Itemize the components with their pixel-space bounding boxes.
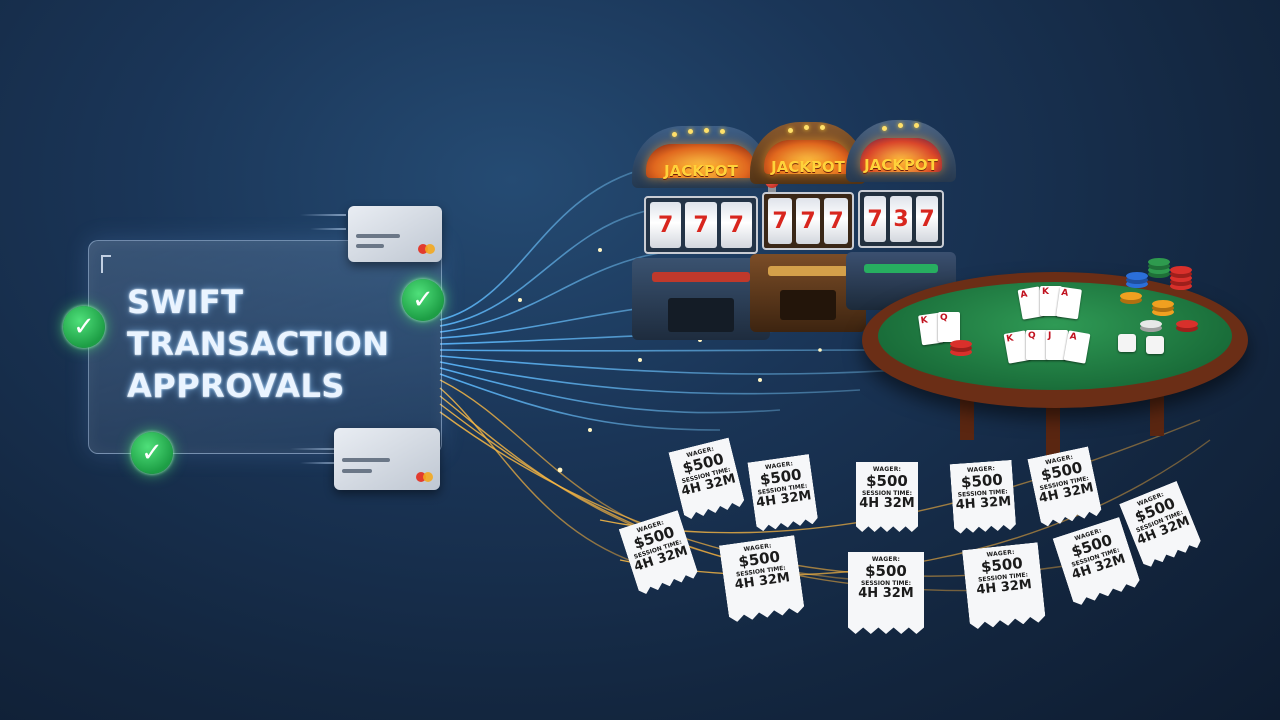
check-icon: ✓ bbox=[63, 306, 105, 348]
receipt-icon: WAGER: $500 SESSION TIME: 4H 32M bbox=[719, 535, 805, 623]
reel: 7 bbox=[864, 196, 886, 242]
playing-card-icon: Q bbox=[1026, 330, 1048, 360]
receipt-amount: $500 bbox=[866, 472, 908, 490]
jackpot-label: JACKPOT bbox=[664, 162, 738, 180]
speed-line bbox=[300, 214, 346, 216]
headline-line-3: APPROVALS bbox=[127, 367, 345, 405]
table-leg bbox=[1046, 400, 1060, 456]
table-leg bbox=[1150, 392, 1164, 436]
reel: 7 bbox=[796, 198, 820, 244]
receipt-icon: WAGER: $500 SESSION TIME: 4H 32M bbox=[856, 462, 918, 532]
die-icon bbox=[1146, 336, 1164, 354]
receipt-time: 4H 32M bbox=[955, 494, 1012, 513]
panel-corner-accent bbox=[101, 255, 111, 273]
reel: 7 bbox=[650, 202, 682, 248]
reel: 7 bbox=[720, 202, 752, 248]
headline: SWIFT TRANSACTION APPROVALS bbox=[127, 281, 427, 407]
playing-card-icon: J bbox=[1046, 330, 1068, 360]
receipt-session-label: SESSION TIME: bbox=[860, 580, 912, 587]
headline-line-1: SWIFT bbox=[127, 283, 244, 321]
speed-line bbox=[290, 448, 336, 450]
credit-card-icon bbox=[348, 206, 442, 262]
reel: 7 bbox=[916, 196, 938, 242]
receipt-icon: WAGER: $500 SESSION TIME: 4H 32M bbox=[962, 542, 1046, 630]
receipt-wager-label: WAGER: bbox=[872, 466, 902, 473]
jackpot-label: JACKPOT bbox=[864, 156, 938, 174]
receipt-icon: WAGER: $500 SESSION TIME: 4H 32M bbox=[848, 552, 924, 634]
reel: 7 bbox=[824, 198, 848, 244]
playing-card-icon: A bbox=[1056, 286, 1082, 320]
receipt-time: 4H 32M bbox=[858, 586, 914, 601]
title-panel: SWIFT TRANSACTION APPROVALS bbox=[88, 240, 442, 454]
credit-card-icon bbox=[334, 428, 440, 490]
receipt-icon: WAGER: $500 SESSION TIME: 4H 32M bbox=[747, 454, 818, 532]
receipt-session-label: SESSION TIME: bbox=[861, 490, 913, 497]
jackpot-label: JACKPOT bbox=[771, 158, 845, 176]
reel: 7 bbox=[768, 198, 792, 244]
reel: 7 bbox=[685, 202, 717, 248]
slot-machine-icon: JACKPOT 7 7 7 bbox=[632, 126, 779, 340]
receipt-icon: WAGER: $500 SESSION TIME: 4H 32M bbox=[950, 460, 1017, 534]
check-icon: ✓ bbox=[131, 432, 173, 474]
headline-line-2: TRANSACTION bbox=[127, 325, 390, 363]
receipt-amount: $500 bbox=[865, 562, 907, 580]
receipt-wager-label: WAGER: bbox=[871, 556, 901, 563]
table-leg bbox=[960, 392, 974, 440]
speed-line bbox=[310, 228, 346, 230]
speed-line bbox=[300, 462, 336, 464]
check-icon: ✓ bbox=[402, 279, 444, 321]
reel: 3 bbox=[890, 196, 912, 242]
playing-card-icon: Q bbox=[938, 312, 960, 342]
slot-machine-icon: JACKPOT 7 3 7 bbox=[846, 120, 956, 310]
die-icon bbox=[1118, 334, 1136, 352]
receipt-time: 4H 32M bbox=[859, 496, 915, 511]
